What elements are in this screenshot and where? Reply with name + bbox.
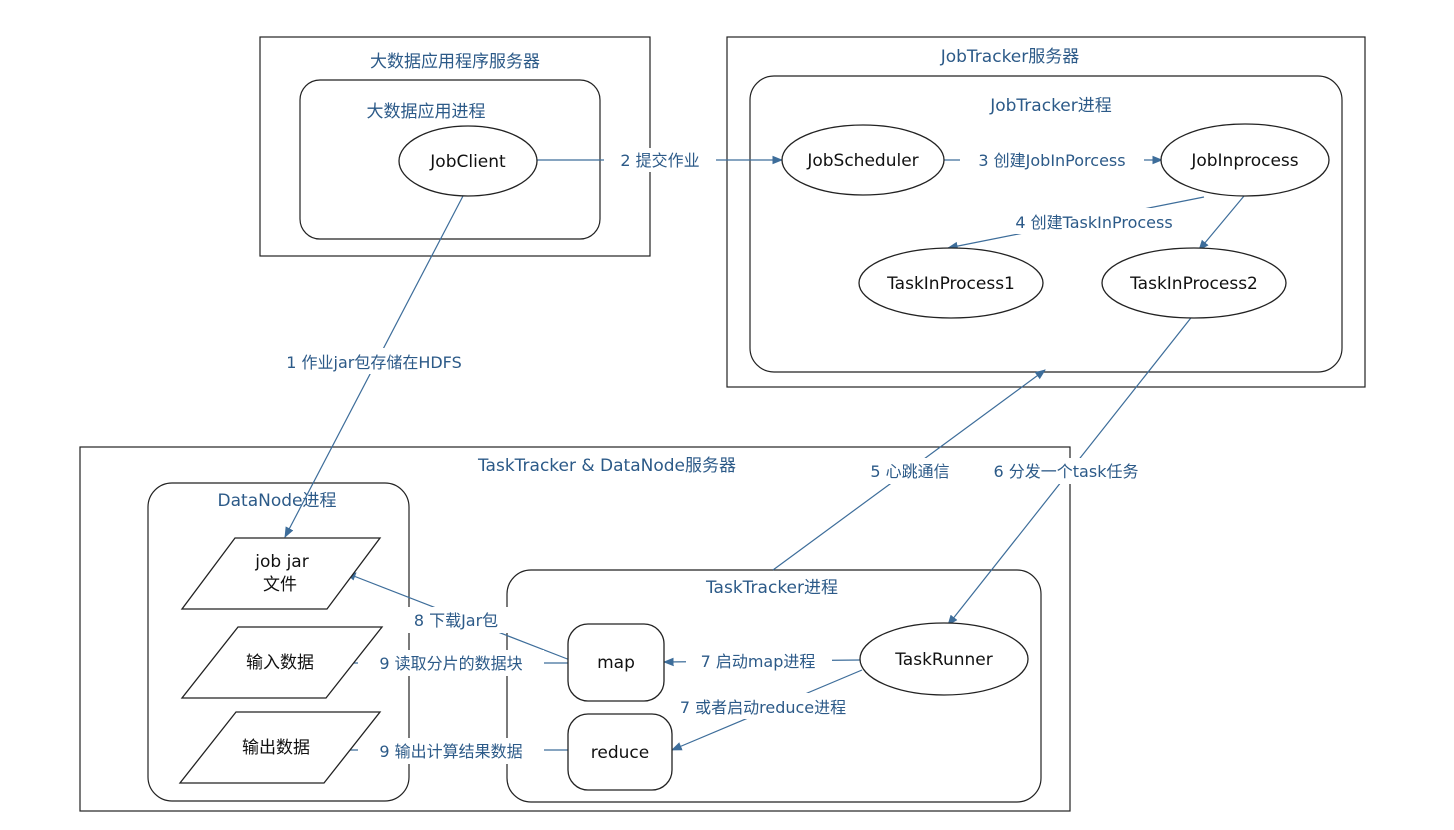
taskinprocess2-label: TaskInProcess2 <box>1129 274 1258 294</box>
map-node: map <box>567 623 665 702</box>
app-process-title: 大数据应用进程 <box>367 102 486 122</box>
jobtracker-server-title: JobTracker服务器 <box>940 47 1080 67</box>
jobclient-node: JobClient <box>398 125 538 197</box>
datanode-process-box <box>147 482 410 802</box>
edge-4b-line <box>1198 195 1245 251</box>
tasktracker-process-title: TaskTracker进程 <box>705 578 838 598</box>
jobtracker-process-title: JobTracker进程 <box>989 96 1112 116</box>
taskrunner-node: TaskRunner <box>859 622 1029 696</box>
taskinprocess2-node: TaskInProcess2 <box>1101 247 1287 319</box>
edge-1-label: 1 作业jar包存储在HDFS <box>286 353 462 372</box>
edge-8-label: 8 下载Jar包 <box>414 611 498 630</box>
edge-9b-label: 9 输出计算结果数据 <box>379 742 522 761</box>
edge-5-label: 5 心跳通信 <box>870 462 949 481</box>
jobinprocess-label: JobInprocess <box>1190 151 1298 171</box>
output-data-node: 输出数据 <box>178 711 382 784</box>
jobtracker-server-box <box>726 36 1366 388</box>
datanode-process-title: DataNode进程 <box>218 491 337 511</box>
edge-7a-label: 7 启动map进程 <box>701 652 816 671</box>
taskinprocess1-label: TaskInProcess1 <box>886 274 1015 294</box>
jobjar-label-line1: job jar <box>254 552 308 572</box>
jobjar-label-line2: 文件 <box>263 575 297 595</box>
edge-3-label: 3 创建JobInPorcess <box>978 151 1125 170</box>
taskinprocess1-node: TaskInProcess1 <box>858 247 1044 319</box>
edge-4-label: 4 创建TaskInProcess <box>1015 213 1172 232</box>
app-server-title: 大数据应用程序服务器 <box>370 52 540 72</box>
edge-7b-label: 7 或者启动reduce进程 <box>680 698 846 717</box>
map-label: map <box>597 653 635 673</box>
tasktracker-server-title: TaskTracker & DataNode服务器 <box>477 456 736 476</box>
edge-9a-label: 9 读取分片的数据块 <box>379 654 522 673</box>
jobscheduler-node: JobScheduler <box>781 124 945 196</box>
output-data-label: 输出数据 <box>242 738 310 758</box>
app-server-box <box>259 36 651 257</box>
jobclient-label: JobClient <box>429 152 506 172</box>
jobinprocess-node: JobInprocess <box>1160 123 1330 197</box>
jobscheduler-label: JobScheduler <box>806 151 918 171</box>
edge-2-label: 2 提交作业 <box>620 151 699 170</box>
jobtracker-process-box <box>749 75 1343 373</box>
input-data-label: 输入数据 <box>246 653 314 673</box>
taskrunner-label: TaskRunner <box>894 650 993 670</box>
edge-6-label: 6 分发一个task任务 <box>994 462 1139 481</box>
tasktracker-server-box <box>79 446 1071 812</box>
input-data-node: 输入数据 <box>180 626 384 699</box>
reduce-node: reduce <box>567 713 673 791</box>
jobjar-file-node: job jar 文件 <box>180 537 382 610</box>
reduce-label: reduce <box>591 743 649 763</box>
